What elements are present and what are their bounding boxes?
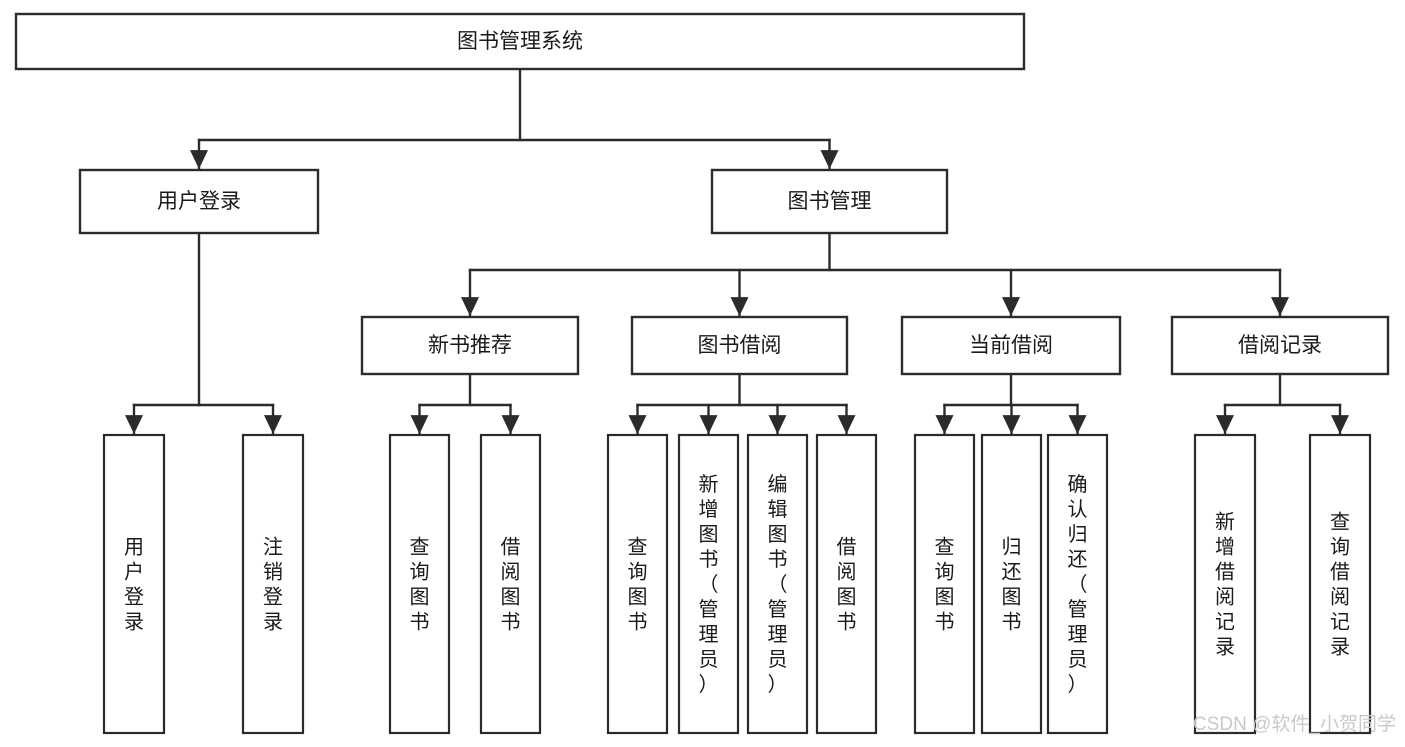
node-label-user-login: 用户登录 <box>157 190 241 213</box>
node-box-leaf-add-book <box>677 433 740 735</box>
node-box-leaf-query-book-borrow <box>606 433 669 735</box>
node-label-current-borrow: 当前借阅 <box>969 334 1053 357</box>
node-book-manage[interactable]: 图书管理 <box>710 168 949 235</box>
node-new-book-recommend[interactable]: 新书推荐 <box>360 315 580 376</box>
node-leaf-user-logout[interactable]: 注销登录 <box>241 433 305 735</box>
node-root[interactable]: 图书管理系统 <box>14 12 1026 71</box>
node-leaf-add-borrow-record[interactable]: 新增借阅记录 <box>1193 433 1257 735</box>
node-leaf-edit-book[interactable]: 编辑图书（管理员） <box>746 433 809 735</box>
arrow-head <box>1331 415 1349 434</box>
node-box-leaf-borrow-book <box>815 433 878 735</box>
node-borrow-record[interactable]: 借阅记录 <box>1170 315 1390 376</box>
node-label-leaf-user-logout: 注销登录 <box>263 536 283 634</box>
node-label-leaf-query-book-borrow: 查询图书 <box>628 536 648 634</box>
node-label-leaf-borrow-book-rec: 借阅图书 <box>501 536 521 634</box>
arrow-head <box>264 415 282 434</box>
node-label-leaf-confirm-return: 确认归还（管理员） <box>1068 473 1088 696</box>
connector-layer <box>125 67 1349 436</box>
node-book-borrow[interactable]: 图书借阅 <box>630 315 849 376</box>
arrow-head <box>1002 415 1021 434</box>
arrow-head <box>820 150 839 169</box>
node-label-leaf-query-book-cur: 查询图书 <box>935 536 955 634</box>
node-leaf-query-book-rec[interactable]: 查询图书 <box>388 433 451 735</box>
node-label-borrow-record: 借阅记录 <box>1238 334 1322 357</box>
node-box-leaf-edit-book <box>746 433 809 735</box>
node-leaf-return-book[interactable]: 归还图书 <box>980 433 1043 735</box>
node-box-leaf-borrow-book-rec <box>479 433 542 735</box>
arrow-head <box>768 415 787 434</box>
node-label-root: 图书管理系统 <box>457 30 583 53</box>
node-leaf-query-book-cur[interactable]: 查询图书 <box>913 433 976 735</box>
node-box-leaf-user-logout <box>241 433 305 735</box>
arrow-head <box>730 297 749 316</box>
node-layer: 图书管理系统用户登录图书管理新书推荐图书借阅当前借阅借阅记录用户登录注销登录查询… <box>14 12 1390 735</box>
arrow-head <box>461 297 479 316</box>
arrow-head <box>190 150 208 169</box>
node-current-borrow[interactable]: 当前借阅 <box>900 315 1122 376</box>
arrow-head <box>1216 415 1234 434</box>
node-label-leaf-add-borrow-record: 新增借阅记录 <box>1215 511 1235 659</box>
node-box-leaf-add-borrow-record <box>1193 433 1257 735</box>
node-leaf-user-login[interactable]: 用户登录 <box>102 433 166 735</box>
arrow-head <box>125 415 143 434</box>
arrow-head <box>935 415 954 434</box>
node-leaf-borrow-book-rec[interactable]: 借阅图书 <box>479 433 542 735</box>
arrow-head <box>628 415 647 434</box>
arrow-head <box>501 415 520 434</box>
node-box-borrow-record <box>1170 315 1390 376</box>
node-box-leaf-query-borrow-record <box>1308 433 1372 735</box>
arrow-head <box>699 415 718 434</box>
node-label-leaf-add-book: 新增图书（管理员） <box>699 473 719 696</box>
node-box-current-borrow <box>900 315 1122 376</box>
node-leaf-query-borrow-record[interactable]: 查询借阅记录 <box>1308 433 1372 735</box>
arrow-head <box>1271 297 1289 316</box>
node-box-book-borrow <box>630 315 849 376</box>
node-label-leaf-edit-book: 编辑图书（管理员） <box>768 473 788 696</box>
node-label-book-manage: 图书管理 <box>788 190 872 213</box>
node-label-leaf-user-login: 用户登录 <box>124 537 144 634</box>
node-box-new-book-recommend <box>360 315 580 376</box>
node-box-leaf-query-book-cur <box>913 433 976 735</box>
node-box-leaf-query-book-rec <box>388 433 451 735</box>
node-label-leaf-query-book-rec: 查询图书 <box>410 536 430 634</box>
arrow-head <box>837 415 856 434</box>
node-box-leaf-return-book <box>980 433 1043 735</box>
node-label-leaf-query-borrow-record: 查询借阅记录 <box>1330 511 1350 659</box>
node-label-leaf-return-book: 归还图书 <box>1002 536 1022 634</box>
node-box-leaf-user-login <box>102 433 166 735</box>
arrow-head <box>410 415 429 434</box>
node-leaf-query-book-borrow[interactable]: 查询图书 <box>606 433 669 735</box>
node-label-leaf-borrow-book: 借阅图书 <box>837 536 857 634</box>
node-leaf-borrow-book[interactable]: 借阅图书 <box>815 433 878 735</box>
node-box-book-manage <box>710 168 949 235</box>
node-label-new-book-recommend: 新书推荐 <box>428 334 512 357</box>
node-box-root <box>14 12 1026 71</box>
node-box-leaf-confirm-return <box>1046 433 1109 735</box>
node-box-user-login <box>78 168 320 235</box>
arrow-head <box>1002 297 1020 316</box>
csdn-watermark: CSDN @软件_小贺同学 <box>1193 713 1396 735</box>
node-leaf-confirm-return[interactable]: 确认归还（管理员） <box>1046 433 1109 735</box>
node-label-book-borrow: 图书借阅 <box>698 334 782 357</box>
node-user-login[interactable]: 用户登录 <box>78 168 320 235</box>
node-leaf-add-book[interactable]: 新增图书（管理员） <box>677 433 740 735</box>
arrow-head <box>1068 415 1087 434</box>
